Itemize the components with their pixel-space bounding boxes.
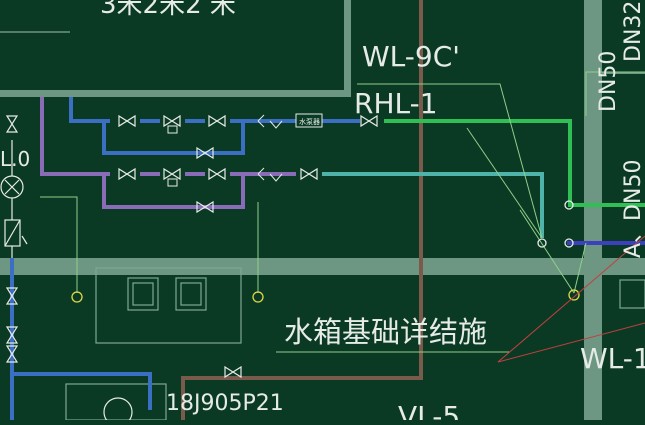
pipe-end-markers bbox=[537, 200, 574, 248]
pump-label-box bbox=[295, 113, 323, 128]
label-left-cut: L.0 bbox=[0, 147, 30, 171]
cyan-pipe bbox=[322, 172, 544, 238]
fan-icon bbox=[103, 397, 133, 425]
outline-boxes bbox=[0, 31, 645, 425]
leader-markers bbox=[71, 289, 580, 303]
label-title: 水箱基础详结施 bbox=[284, 315, 487, 349]
label-pump: 水泵器 bbox=[299, 117, 320, 126]
left-equipment bbox=[0, 140, 28, 258]
wall-right-column bbox=[584, 0, 602, 420]
tank-base-sq1 bbox=[127, 277, 159, 311]
label-rhl-1: RHL-1 bbox=[354, 87, 438, 120]
label-wl-9c: WL-9C' bbox=[362, 40, 460, 73]
valve-small-boxes bbox=[167, 114, 283, 187]
tank-base-sq2-inner bbox=[180, 282, 202, 306]
tank-base-sq2 bbox=[175, 277, 207, 311]
tank-base-sq1-inner bbox=[132, 282, 154, 306]
label-top-cut: 3米2米2 米 bbox=[100, 0, 236, 20]
green-pipe bbox=[384, 119, 645, 207]
right-equipment-box bbox=[619, 279, 645, 309]
label-right-vertical-cut: A、DN50 bbox=[621, 160, 645, 258]
purple-pipe bbox=[40, 97, 296, 209]
label-dn32: DN32 bbox=[621, 1, 645, 62]
label-dn50: DN50 bbox=[596, 51, 621, 112]
label-bottom-code: 18J905P21 bbox=[166, 391, 284, 416]
red-lines bbox=[497, 235, 645, 363]
wall-top-vertical bbox=[344, 0, 351, 97]
tank-base-box bbox=[95, 267, 242, 344]
wall-top-horizontal bbox=[0, 90, 350, 97]
leader-lines bbox=[40, 71, 645, 353]
label-wl-1: WL-1 bbox=[580, 342, 645, 375]
brown-pipe bbox=[181, 0, 423, 420]
wall-right-outline bbox=[602, 72, 645, 74]
label-wl-5: VL-5 bbox=[398, 400, 460, 420]
blue-pipe bbox=[10, 97, 645, 420]
wall-band-horizontal bbox=[0, 258, 645, 275]
